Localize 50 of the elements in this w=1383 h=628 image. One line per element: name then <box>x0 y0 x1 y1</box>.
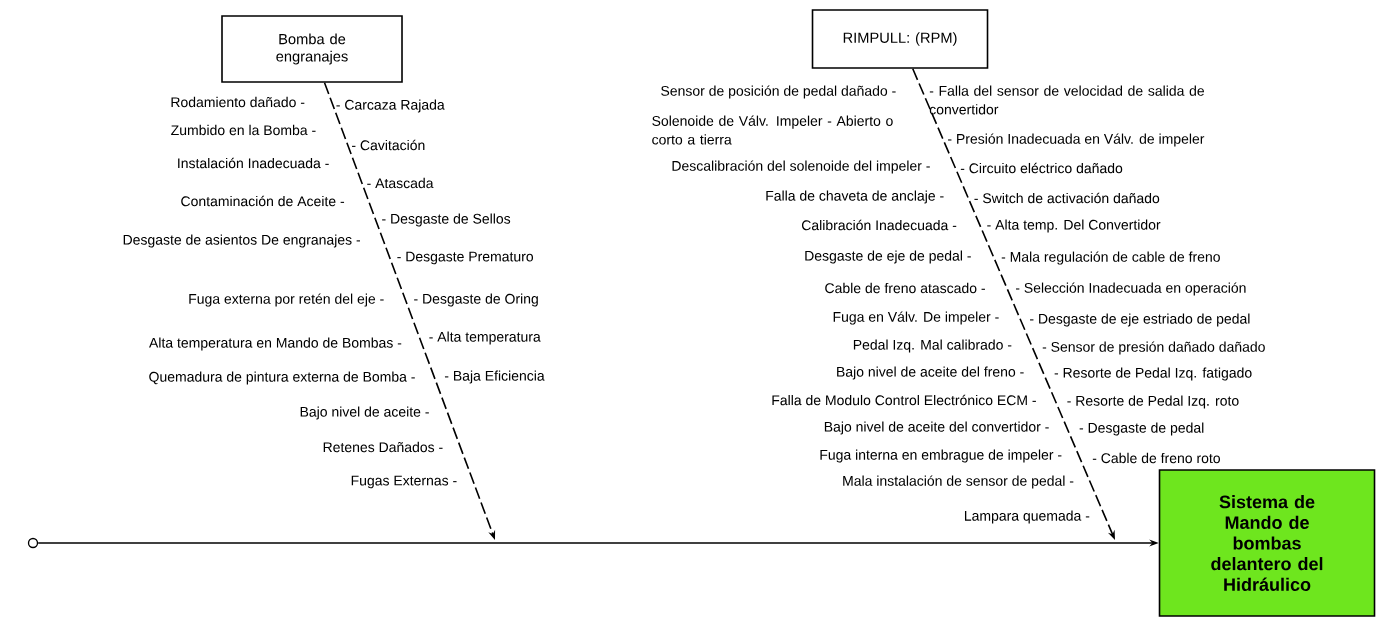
category-box: Bomba de engranajes <box>221 15 403 83</box>
cause-label: Contaminación de Aceite - <box>181 195 345 207</box>
cause-label: Quemadura de pintura externa de Bomba - <box>149 371 415 385</box>
cause-label: - Selección Inadecuada en operación <box>1015 282 1246 296</box>
cause-label: Alta temperatura en Mando de Bombas - <box>149 337 402 351</box>
cause-label: Desgaste de eje de pedal - <box>805 250 971 264</box>
cause-label: Solenoide de Válv. Impeler - Abierto o corto a tierra <box>652 115 893 145</box>
cause-label: Bajo nivel de aceite - <box>300 406 429 420</box>
cause-label: Sensor de posición de pedal dañado - <box>661 85 896 99</box>
cause-label: - Cable de freno roto <box>1092 452 1220 464</box>
cause-label: Fuga en Válv. De impeler - <box>833 311 999 325</box>
cause-label: - Alta temp. Del Convertidor <box>987 219 1161 233</box>
category-box: RIMPULL: (RPM) <box>811 9 989 69</box>
cause-label: Cable de freno atascado - <box>825 282 985 294</box>
cause-label: - Desgaste Prematuro <box>397 251 534 265</box>
cause-label: Rodamiento dañado - <box>171 96 305 108</box>
cause-label: - Desgaste de pedal <box>1079 422 1204 436</box>
cause-label: - Switch de activación dañado <box>974 192 1160 204</box>
cause-label: Mala instalación de sensor de pedal - <box>843 475 1074 489</box>
cause-label: - Alta temperatura <box>429 331 541 345</box>
cause-label: - Desgaste de Oring <box>414 293 538 307</box>
cause-label: Fugas Externas - <box>351 475 457 489</box>
cause-label: Lampara quemada - <box>965 510 1090 524</box>
cause-label: Bajo nivel de aceite del convertidor - <box>824 421 1049 435</box>
cause-label: Bajo nivel de aceite del freno - <box>837 366 1024 380</box>
cause-label: Pedal Izq. Mal calibrado - <box>853 339 1012 353</box>
cause-label: - Baja Eficiencia <box>444 370 545 384</box>
cause-label: - Falla del sensor de velocidad de salida de convertidor <box>929 85 1204 115</box>
cause-label: Falla de Modulo Control Electrónico ECM - <box>772 394 1036 406</box>
cause-label: - Resorte de Pedal Izq. roto <box>1067 395 1239 409</box>
cause-label: - Desgaste de eje estriado de pedal <box>1030 313 1250 327</box>
cause-label: Falla de chaveta de anclaje - <box>766 190 944 204</box>
cause-label: - Desgaste de Sellos <box>382 213 511 227</box>
cause-label: - Cavitación <box>352 139 425 151</box>
cause-label: - Resorte de Pedal Izq. fatigado <box>1054 367 1252 381</box>
cause-label: - Sensor de presión dañado dañado <box>1042 341 1265 355</box>
cause-label: Descalibración del solenoide del impeler - <box>672 160 930 174</box>
cause-label: - Mala regulación de cable de freno <box>1001 251 1220 265</box>
cause-label: - Atascada <box>367 177 434 189</box>
cause-label: Fuga externa por retén del eje - <box>189 293 384 307</box>
cause-label: - Circuito eléctrico dañado <box>960 162 1123 174</box>
cause-label: - Carcaza Rajada <box>336 99 445 113</box>
cause-label: - Presión Inadecuada en Válv. de impeler <box>948 133 1205 147</box>
cause-label: Zumbido en la Bomba - <box>171 124 316 136</box>
effect-box: Sistema de Mando de bombas delantero del Hidráulico <box>1158 469 1376 617</box>
cause-label: Desgaste de asientos De engranajes - <box>123 234 361 248</box>
cause-label: Fuga interna en embrague de impeler - <box>820 449 1062 463</box>
cause-label: Calibración Inadecuada - <box>801 219 957 231</box>
cause-label: Retenes Dañados - <box>323 441 443 453</box>
cause-label: Instalación Inadecuada - <box>178 157 329 169</box>
